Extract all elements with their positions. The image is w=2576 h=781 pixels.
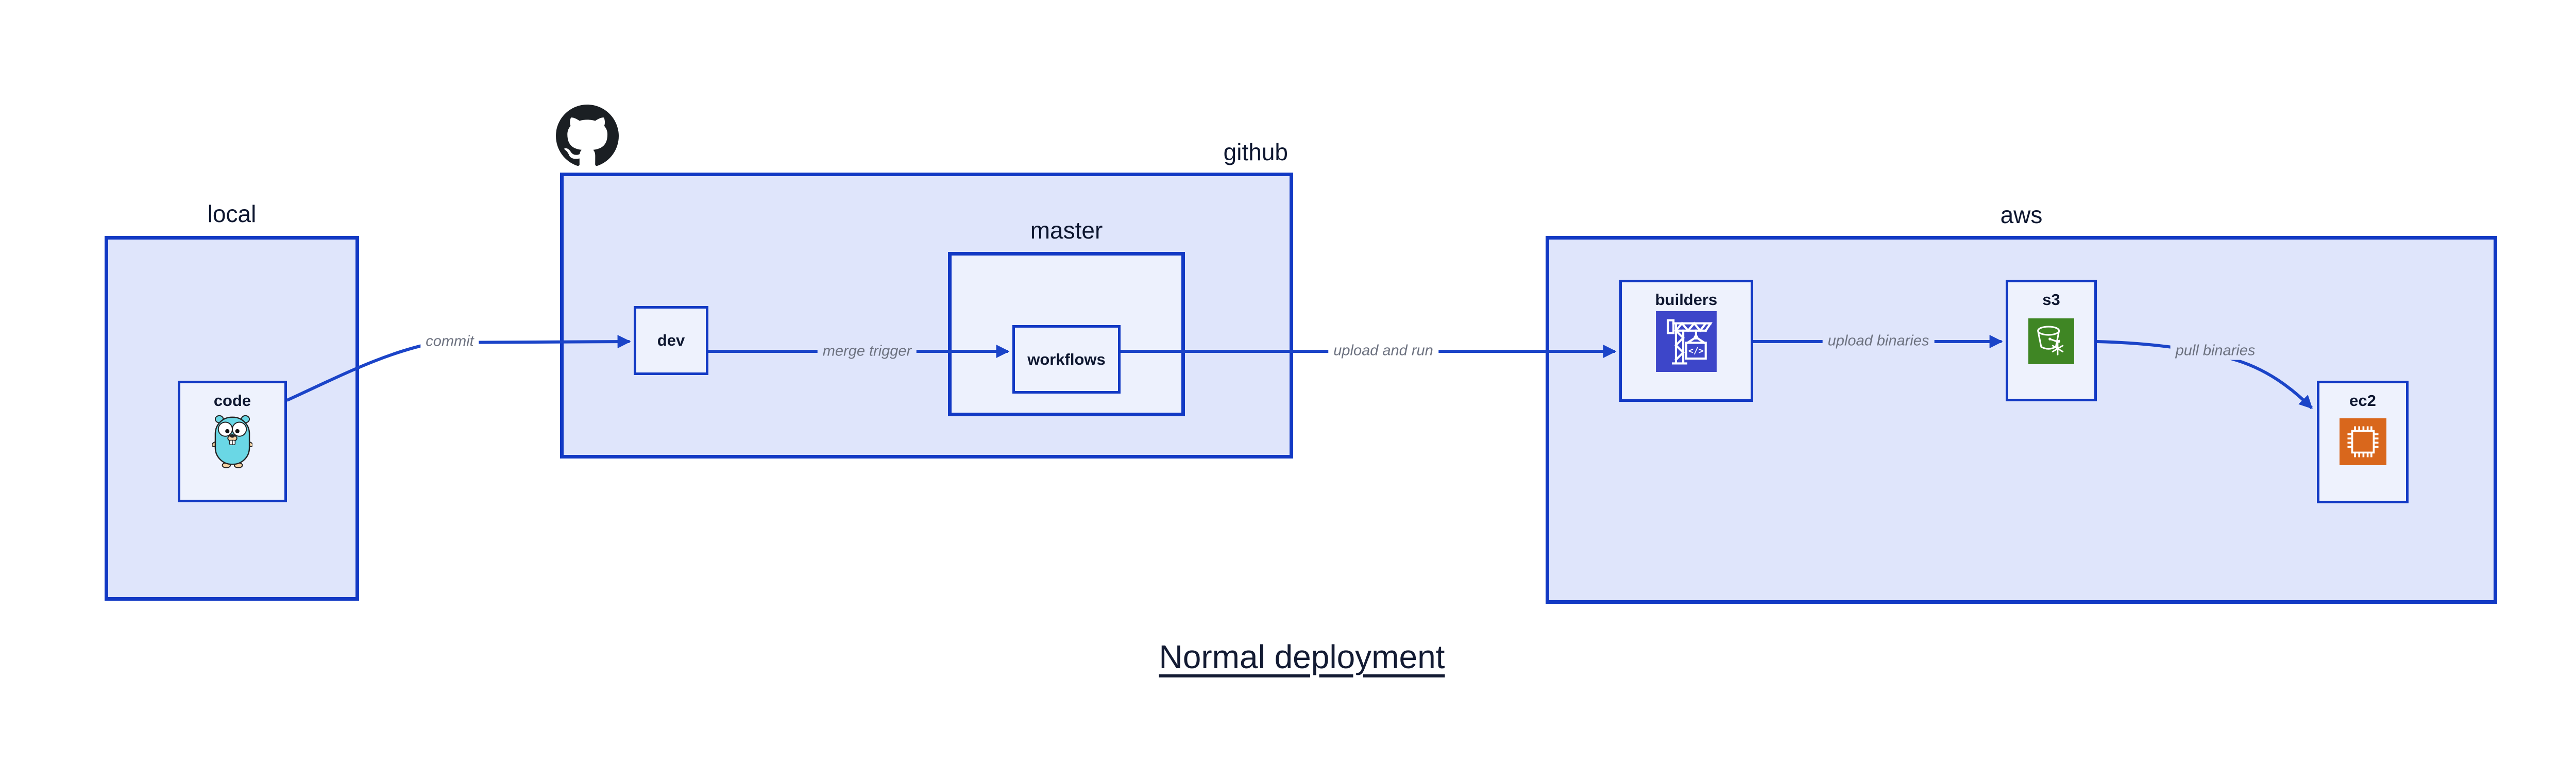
go-gopher-icon: [212, 415, 252, 468]
node-ec2-label: ec2: [2349, 392, 2376, 410]
aws-ec2-chip-icon: [2340, 418, 2386, 465]
edge-upload-binaries-label: upload binaries: [1822, 332, 1935, 350]
node-ec2: ec2: [2317, 381, 2409, 503]
node-dev-label: dev: [657, 331, 685, 349]
node-builders-label: builders: [1655, 291, 1718, 309]
container-aws-label: aws: [2000, 201, 2043, 228]
node-workflows: workflows: [1012, 325, 1121, 394]
container-github-label: github: [1223, 139, 1288, 165]
container-master-label: master: [1030, 217, 1103, 244]
github-octocat-icon: [556, 105, 619, 166]
edge-merge-trigger-label: merge trigger: [817, 342, 917, 361]
svg-text:</>: </>: [1688, 346, 1704, 356]
container-local-label: local: [207, 200, 257, 227]
edge-upload-and-run-label: upload and run: [1328, 342, 1438, 360]
aws-codebuild-crane-icon: </>: [1656, 311, 1717, 372]
node-code: code: [178, 381, 287, 502]
node-builders: builders </>: [1619, 280, 1753, 402]
aws-s3-bucket-snowflake-icon: [2028, 318, 2074, 364]
node-code-label: code: [213, 392, 251, 410]
edge-pull-binaries-label: pull binaries: [2170, 342, 2261, 360]
diagram-title: Normal deployment: [1159, 638, 1445, 675]
edge-commit-label: commit: [420, 332, 479, 351]
node-s3-label: s3: [2042, 291, 2060, 309]
node-s3: s3: [2006, 280, 2097, 401]
node-workflows-label: workflows: [1027, 350, 1106, 368]
node-dev: dev: [634, 306, 708, 375]
